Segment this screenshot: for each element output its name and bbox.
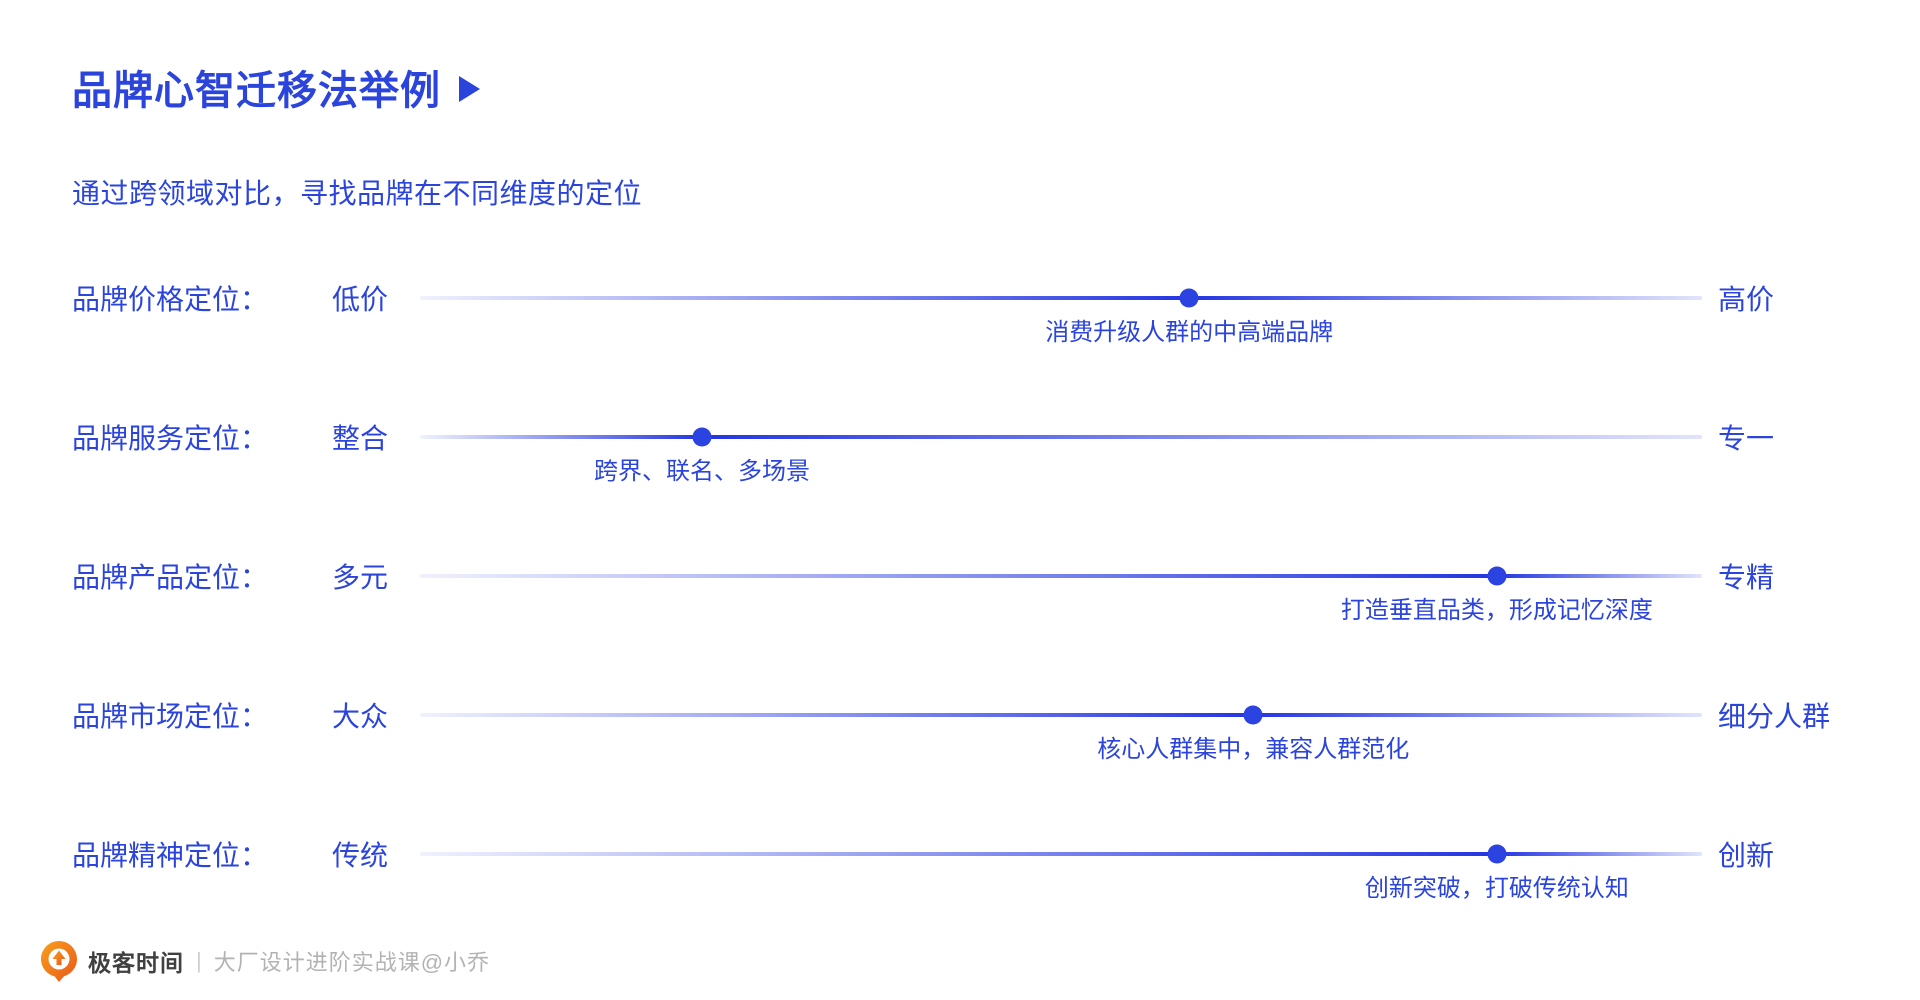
left-endpoint-label: 传统	[332, 840, 389, 871]
slider-handle[interactable]	[1487, 844, 1507, 864]
slider-handle[interactable]	[1179, 288, 1199, 308]
dimension-label: 品牌产品定位：	[72, 562, 269, 593]
slider-track	[420, 296, 1702, 300]
play-arrow-icon	[459, 75, 480, 102]
left-endpoint-label: 多元	[332, 562, 389, 593]
slider-track	[420, 852, 1702, 856]
slider-track	[420, 435, 1702, 439]
dot-annotation: 核心人群集中，兼容人群范化	[1097, 736, 1410, 763]
dimension-label: 品牌市场定位：	[72, 701, 269, 732]
dot-annotation: 消费升级人群的中高端品牌	[1045, 319, 1334, 346]
right-endpoint-label: 专一	[1718, 423, 1775, 454]
dot-annotation: 跨界、联名、多场景	[594, 458, 811, 485]
slider-handle[interactable]	[1243, 705, 1263, 725]
left-endpoint-label: 低价	[332, 284, 389, 315]
scale-track-area: 打造垂直品类，形成记忆深度	[420, 556, 1702, 624]
course-name: 大厂设计进阶实战课@小乔	[213, 950, 491, 975]
subtitle: 通过跨领域对比，寻找品牌在不同维度的定位	[72, 178, 643, 209]
dot-annotation: 打造垂直品类，形成记忆深度	[1340, 597, 1653, 624]
scale-track-area: 创新突破，打破传统认知	[420, 834, 1702, 902]
brand-name: 极客时间	[88, 950, 184, 976]
scale-track-area: 跨界、联名、多场景	[420, 417, 1702, 485]
title-row: 品牌心智迁移法举例	[72, 58, 1890, 116]
right-endpoint-label: 专精	[1718, 562, 1775, 593]
scale-track-area: 核心人群集中，兼容人群范化	[420, 695, 1702, 763]
footer: 极客时间 | 大厂设计进阶实战课@小乔	[40, 940, 490, 982]
positioning-row: 品牌精神定位： 传统 创新突破，打破传统认知 创新	[72, 808, 1890, 947]
left-endpoint-label: 大众	[332, 701, 389, 732]
positioning-row: 品牌服务定位： 整合 跨界、联名、多场景 专一	[72, 391, 1890, 530]
right-endpoint-label: 细分人群	[1718, 701, 1831, 732]
geektime-logo-icon	[41, 941, 77, 982]
footer-separator: |	[196, 948, 202, 973]
positioning-scales: 品牌价格定位： 低价 消费升级人群的中高端品牌 高价 品牌服务定位： 整合 跨界…	[72, 252, 1890, 947]
positioning-row: 品牌价格定位： 低价 消费升级人群的中高端品牌 高价	[72, 252, 1890, 391]
slider-track	[420, 574, 1702, 578]
right-endpoint-label: 创新	[1718, 840, 1775, 871]
scale-track-area: 消费升级人群的中高端品牌	[420, 278, 1702, 346]
page-title: 品牌心智迁移法举例	[72, 69, 441, 113]
left-endpoint-label: 整合	[332, 423, 389, 454]
dot-annotation: 创新突破，打破传统认知	[1364, 875, 1629, 902]
dimension-label: 品牌精神定位：	[72, 840, 269, 871]
dimension-label: 品牌价格定位：	[72, 284, 269, 315]
slider-handle[interactable]	[692, 427, 712, 447]
positioning-row: 品牌市场定位： 大众 核心人群集中，兼容人群范化 细分人群	[72, 669, 1890, 808]
positioning-row: 品牌产品定位： 多元 打造垂直品类，形成记忆深度 专精	[72, 530, 1890, 669]
dimension-label: 品牌服务定位：	[72, 423, 269, 454]
slider-track	[420, 713, 1702, 717]
slider-handle[interactable]	[1487, 566, 1507, 586]
right-endpoint-label: 高价	[1718, 284, 1775, 315]
